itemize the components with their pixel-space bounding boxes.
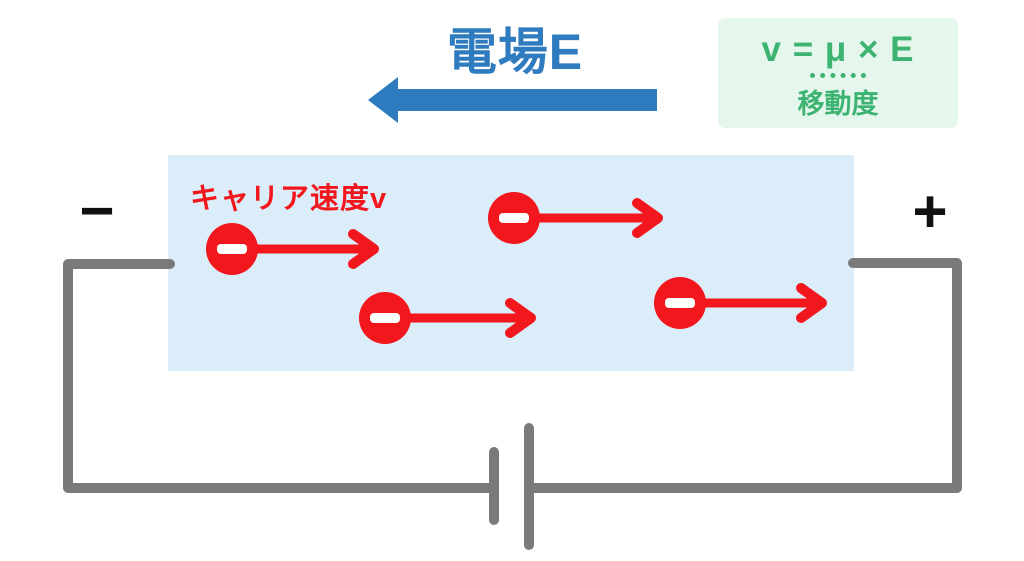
negative-terminal-label: − xyxy=(79,176,115,244)
minus-icon xyxy=(665,298,695,308)
electric-field-label: 電場E xyxy=(446,24,584,80)
velocity-arrow-head xyxy=(632,198,663,238)
left-wire xyxy=(63,259,496,493)
electron-with-velocity-arrow xyxy=(654,277,827,329)
electron-with-velocity-arrow xyxy=(488,192,663,244)
minus-icon xyxy=(370,313,400,323)
positive-terminal-label: + xyxy=(912,177,948,245)
velocity-arrow-head xyxy=(796,283,827,323)
minus-icon xyxy=(217,244,247,254)
velocity-arrow-head xyxy=(348,229,379,269)
left-block-arrow-icon xyxy=(368,77,657,123)
mobility-formula-box: v = μ × E 移動度 xyxy=(718,18,958,128)
mobility-label: 移動度 xyxy=(797,89,879,119)
electron-with-velocity-arrow xyxy=(359,292,536,344)
electric-field-arrow xyxy=(368,77,657,123)
carrier-velocity-label: キャリア速度v xyxy=(190,183,388,215)
velocity-arrow-head xyxy=(505,298,536,338)
electron-with-velocity-arrow xyxy=(206,223,379,275)
formula-equation: v = μ × E xyxy=(761,30,915,69)
right-wire xyxy=(527,258,962,493)
minus-icon xyxy=(499,213,529,223)
dotted-underline xyxy=(810,73,866,78)
